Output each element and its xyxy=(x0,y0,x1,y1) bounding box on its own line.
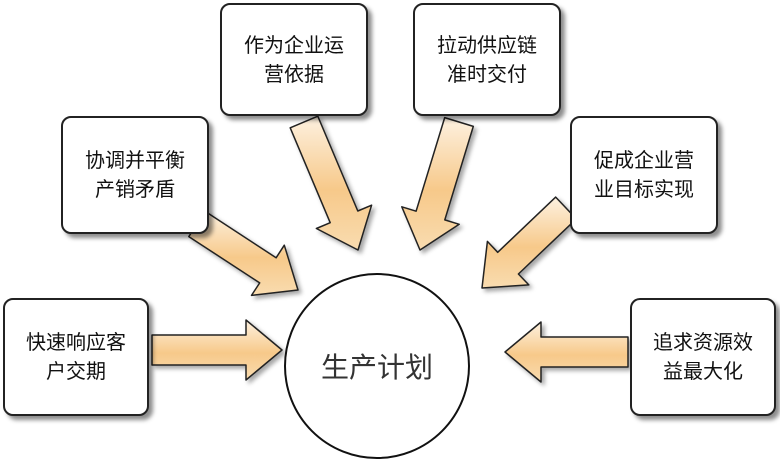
box-coordinate: 协调并平衡 产销矛盾 xyxy=(61,116,209,234)
arrow-from-coordinate xyxy=(188,210,299,297)
arrow-layer xyxy=(151,115,629,383)
box-supply-chain-line-1: 拉动供应链 xyxy=(437,32,537,57)
arrow-from-maximize-benefit xyxy=(504,321,629,383)
arrow-from-quick-response xyxy=(151,319,283,381)
box-business-goals-line-2: 业目标实现 xyxy=(594,177,694,201)
box-maximize-benefit-line-1: 追求资源效 xyxy=(653,330,753,354)
arrow-from-business-goals xyxy=(481,196,578,289)
box-supply-chain-line-2: 准时交付 xyxy=(447,61,527,86)
box-operations-basis: 作为企业运 营依据 xyxy=(220,3,368,116)
box-maximize-benefit-line-2: 益最大化 xyxy=(663,359,743,383)
box-maximize-benefit: 追求资源效 益最大化 xyxy=(630,298,776,416)
box-supply-chain: 拉动供应链 准时交付 xyxy=(413,3,561,116)
box-quick-response-line-1: 快速响应客 xyxy=(26,330,126,354)
center-hub: 生产计划 xyxy=(284,273,470,459)
box-operations-basis-line-1: 作为企业运 xyxy=(244,32,344,57)
center-hub-label: 生产计划 xyxy=(320,351,433,384)
box-coordinate-line-2: 产销矛盾 xyxy=(95,177,175,201)
box-business-goals-line-1: 促成企业营 xyxy=(594,148,694,172)
box-quick-response-line-2: 户交期 xyxy=(46,359,106,383)
arrow-from-supply-chain xyxy=(401,116,475,251)
arrow-from-operations-basis xyxy=(289,115,373,251)
box-coordinate-line-1: 协调并平衡 xyxy=(85,148,185,172)
box-business-goals: 促成企业营 业目标实现 xyxy=(570,116,718,234)
box-operations-basis-line-2: 营依据 xyxy=(264,61,324,86)
box-quick-response: 快速响应客 户交期 xyxy=(3,298,149,416)
